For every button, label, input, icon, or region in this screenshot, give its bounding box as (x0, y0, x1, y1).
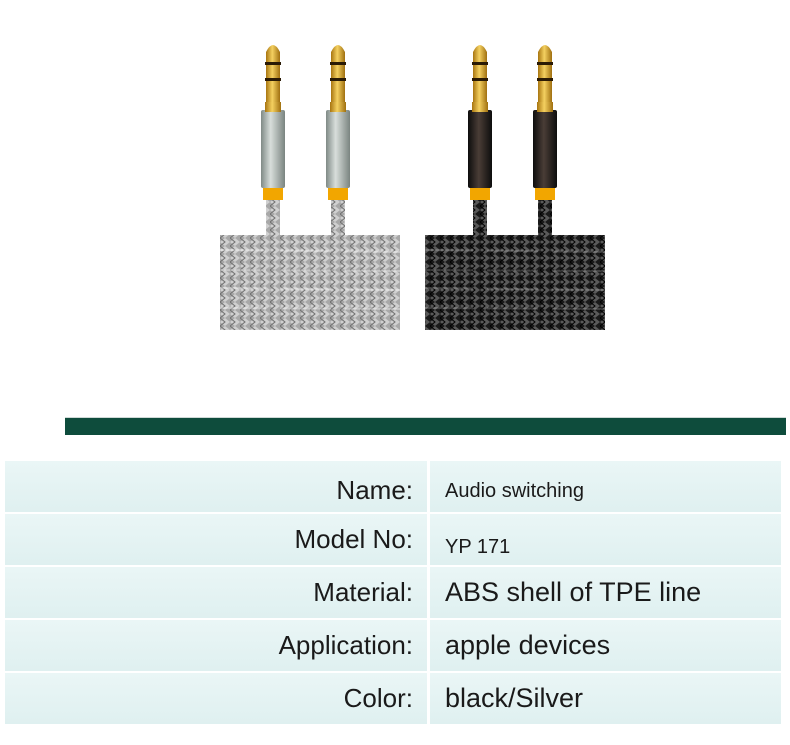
spec-row-application: Application: apple devices (5, 620, 781, 673)
spec-value: apple devices (430, 620, 781, 673)
spec-value: ABS shell of TPE line (430, 567, 781, 620)
silver-plug-left (261, 45, 285, 330)
spec-label: Material: (5, 567, 427, 620)
spec-row-model: Model No: YP 171 (5, 514, 781, 567)
spec-label: Model No: (5, 514, 427, 567)
spec-table: Name: Audio switching Model No: YP 171 M… (5, 461, 781, 726)
product-image (200, 30, 630, 340)
spec-row-name: Name: Audio switching (5, 461, 781, 514)
section-divider-bar (65, 417, 786, 435)
spec-value: Audio switching (430, 461, 781, 514)
spec-row-material: Material: ABS shell of TPE line (5, 567, 781, 620)
spec-label: Application: (5, 620, 427, 673)
black-plug-left (468, 45, 492, 330)
spec-value: black/Silver (430, 673, 781, 726)
spec-label: Color: (5, 673, 427, 726)
cable-illustration (219, 45, 606, 330)
spec-row-color: Color: black/Silver (5, 673, 781, 726)
spec-label: Name: (5, 461, 427, 514)
black-cable-coil (424, 235, 606, 330)
silver-plug-right (326, 45, 350, 330)
black-plug-right (533, 45, 557, 330)
spec-value: YP 171 (430, 514, 781, 567)
silver-cable-coil (219, 235, 401, 330)
